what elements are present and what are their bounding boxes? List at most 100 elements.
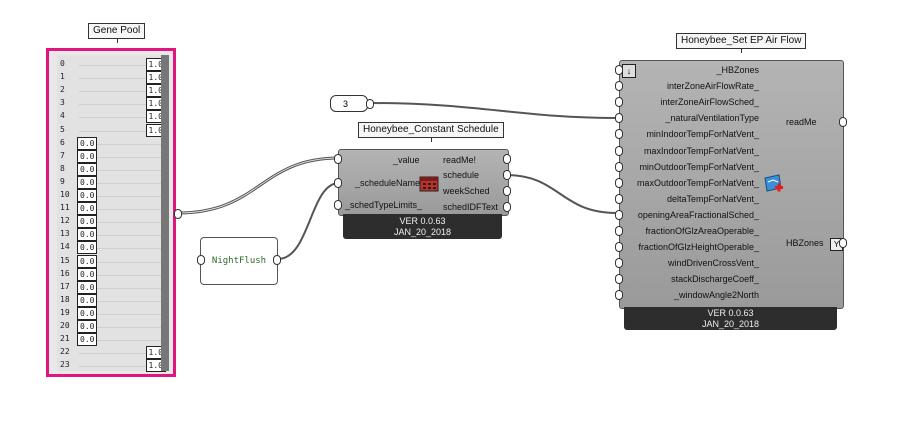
- gene-slider-track[interactable]: [79, 143, 166, 145]
- gene-value[interactable]: 0.0: [77, 241, 98, 255]
- panel-output-port[interactable]: [273, 255, 281, 265]
- gene-index: 5: [60, 124, 65, 134]
- gene-value[interactable]: 0.0: [77, 228, 98, 242]
- gene-slider-track[interactable]: [79, 196, 166, 197]
- gene-value[interactable]: 0.0: [77, 306, 98, 320]
- panel-input-port[interactable]: [197, 255, 205, 265]
- gene-slider-track[interactable]: [79, 300, 166, 302]
- output-readme: readMe!: [443, 155, 477, 165]
- gene-value[interactable]: 1.0: [145, 359, 166, 373]
- saf-input-port[interactable]: [615, 81, 623, 92]
- gene-value[interactable]: 0.0: [77, 149, 98, 163]
- set-air-flow-version: VER 0.0.63: [707, 308, 754, 318]
- gene-value[interactable]: 1.0: [145, 110, 166, 124]
- output-schedule: schedule: [443, 170, 480, 180]
- saf-input-port[interactable]: [615, 97, 623, 108]
- saf-input-port[interactable]: [615, 290, 623, 301]
- saf-input-port[interactable]: [615, 65, 623, 75]
- saf-port-hbzones[interactable]: [839, 238, 847, 248]
- gene-value[interactable]: 0.0: [77, 189, 98, 202]
- saf-input-port[interactable]: [615, 242, 623, 253]
- gene-index: 15: [60, 255, 70, 265]
- gene-value[interactable]: 1.0: [145, 123, 166, 137]
- calendar-icon: [419, 176, 439, 192]
- gene-value[interactable]: 0.0: [77, 162, 98, 176]
- input-label: _HBZones: [716, 65, 759, 75]
- saf-input-port[interactable]: [615, 177, 623, 188]
- saf-input-port[interactable]: [615, 209, 623, 220]
- gene-value[interactable]: 0.0: [77, 267, 98, 281]
- cs-port-schedtypelimits[interactable]: [334, 200, 342, 210]
- gene-index: 2: [60, 85, 65, 95]
- saf-input-port[interactable]: [615, 129, 623, 140]
- cs-port-value[interactable]: [334, 154, 342, 164]
- gene-value[interactable]: 0.0: [77, 320, 98, 333]
- gene-slider-track[interactable]: [79, 222, 166, 224]
- gene-slider-track[interactable]: [79, 78, 166, 80]
- gene-index: 10: [60, 190, 70, 199]
- gene-value[interactable]: 0.0: [77, 175, 98, 189]
- gene-value[interactable]: 0.0: [77, 293, 98, 307]
- cs-port-schedulename[interactable]: [334, 178, 342, 188]
- gene-value[interactable]: 0.0: [77, 333, 98, 347]
- constant-schedule-component[interactable]: _value _scheduleName _schedTypeLimits_ r…: [338, 149, 509, 216]
- gene-value[interactable]: 0.0: [77, 280, 98, 294]
- output-hbzones-label: HBZones: [786, 238, 824, 248]
- gene-slider-track[interactable]: [79, 261, 166, 263]
- saf-input-port[interactable]: [615, 274, 623, 285]
- saf-input-port[interactable]: [615, 113, 623, 124]
- gene-slider-track[interactable]: [79, 248, 166, 250]
- gene-value[interactable]: 0.0: [77, 215, 98, 229]
- gene-value[interactable]: 1.0: [145, 97, 166, 111]
- download-arrow-icon[interactable]: ↓: [622, 64, 636, 78]
- gene-value[interactable]: 0.0: [77, 254, 98, 268]
- gene-slider-track[interactable]: [79, 327, 166, 328]
- nightflush-panel[interactable]: NightFlush: [200, 237, 278, 285]
- wire-schedule-to-openingarea: [505, 174, 618, 214]
- gene-slider-track[interactable]: [79, 313, 166, 315]
- saf-port-readme[interactable]: [839, 117, 847, 127]
- gene-slider-track[interactable]: [79, 366, 166, 368]
- set-air-flow-footer: VER 0.0.63 JAN_20_2018: [624, 307, 837, 330]
- gene-slider-track[interactable]: [79, 169, 166, 171]
- gene-pool-scrollbar[interactable]: [161, 55, 169, 371]
- gene-slider-track[interactable]: [79, 209, 166, 211]
- saf-input-port[interactable]: [615, 226, 623, 236]
- gene-slider-track[interactable]: [79, 104, 166, 106]
- gene-slider-track[interactable]: [79, 91, 166, 93]
- gene-slider-track[interactable]: [79, 65, 166, 66]
- input-label: deltaTempForNatVent_: [666, 193, 759, 204]
- gene-pool-output-port[interactable]: [174, 209, 182, 219]
- number-input[interactable]: 3: [330, 95, 368, 112]
- gene-slider-track[interactable]: [79, 130, 166, 132]
- cs-port-schedidftext[interactable]: [503, 202, 511, 212]
- gene-slider-track[interactable]: [79, 117, 166, 119]
- gene-index: 13: [60, 229, 70, 239]
- gene-slider-track[interactable]: [79, 287, 166, 289]
- saf-input-port[interactable]: [615, 161, 623, 172]
- gene-slider-track[interactable]: [79, 274, 166, 276]
- gene-slider-track[interactable]: [79, 353, 166, 355]
- gene-value[interactable]: 0.0: [77, 202, 98, 216]
- saf-input-port[interactable]: [615, 145, 623, 156]
- gene-slider-track[interactable]: [79, 156, 166, 158]
- saf-input-port[interactable]: [615, 258, 623, 269]
- cs-port-weeksched[interactable]: [503, 186, 511, 196]
- saf-input-port[interactable]: [615, 193, 623, 204]
- cs-port-schedule[interactable]: [503, 170, 511, 180]
- gene-value[interactable]: 1.0: [145, 58, 166, 71]
- number-output-port[interactable]: [366, 99, 374, 109]
- gene-slider-track[interactable]: [79, 235, 166, 237]
- input-label: interZoneAirFlowRate_: [666, 81, 759, 92]
- gene-value[interactable]: 0.0: [77, 136, 98, 150]
- gene-slider-track[interactable]: [79, 340, 166, 342]
- gene-slider-track[interactable]: [79, 182, 166, 184]
- wire-number-to-naturalvent: [369, 102, 618, 119]
- cs-port-readme[interactable]: [503, 154, 511, 164]
